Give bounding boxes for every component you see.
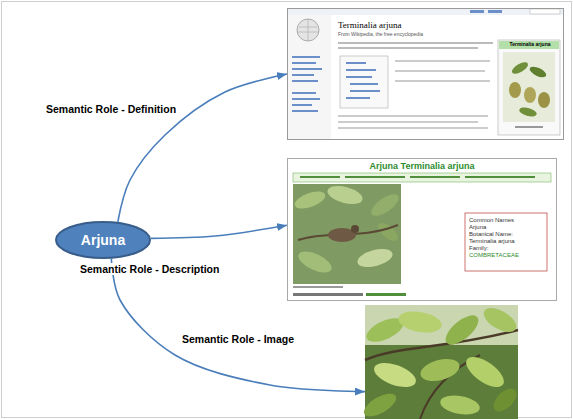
edge-label: Semantic Role - Description: [78, 263, 221, 275]
node-text: COMBRETACEAE: [469, 252, 519, 259]
node-text: Terminalia arjuna: [500, 42, 560, 48]
node-text: Terminalia arjuna: [338, 20, 402, 30]
description-screenshot: [287, 158, 557, 301]
node-text: Arjuna: [469, 224, 486, 231]
concept-ellipse: Arjuna: [55, 221, 151, 259]
encyclopedia-screenshot: [287, 8, 564, 140]
webpage-screenshot: Terminalia arjunaFrom Wikipedia, the fre…: [287, 8, 564, 140]
node-text: Arjuna: [81, 232, 125, 248]
arrow-connector: [111, 259, 365, 392]
arrow-connector: [151, 225, 287, 238]
leaf-photo: [360, 303, 520, 419]
ellipse-shape: [56, 222, 150, 258]
node-text: Family:: [469, 245, 488, 252]
webpage-screenshot: Arjuna Terminalia arjunaCommon NamesArju…: [287, 158, 557, 301]
edge-label: Semantic Role - Image: [180, 333, 296, 345]
edge-label: Semantic Role - Definition: [44, 103, 178, 115]
leaf-photo: [365, 305, 518, 419]
node-text: From Wikipedia, the free encyclopedia: [338, 32, 423, 38]
node-text: Arjuna Terminalia arjuna: [288, 161, 556, 171]
node-text: Botanical Name:: [469, 231, 513, 238]
node-text: Common Names: [469, 217, 514, 224]
node-text: Terminalia arjuna: [469, 238, 515, 245]
arrow-connector: [118, 74, 287, 222]
